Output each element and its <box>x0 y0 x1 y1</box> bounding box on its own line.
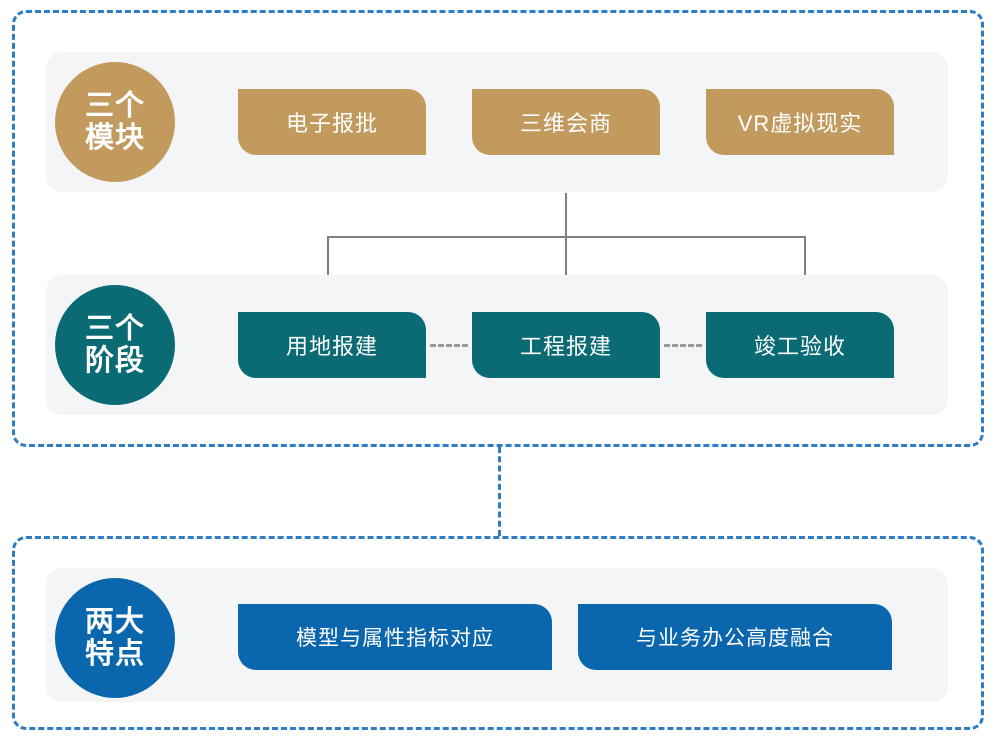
connector-drop-1 <box>327 236 329 276</box>
module-chip-dianzibaopi[interactable]: 电子报批 <box>238 89 426 155</box>
module-chip-sanweihuishang[interactable]: 三维会商 <box>472 89 660 155</box>
feature-chip-label: 与业务办公高度融合 <box>636 627 834 650</box>
feature-chip-business-integration[interactable]: 与业务办公高度融合 <box>578 604 892 670</box>
stage-chip-jungongyanshou[interactable]: 竣工验收 <box>706 312 894 378</box>
stage-chip-gongchengbaojian[interactable]: 工程报建 <box>472 312 660 378</box>
feature-chip-label: 模型与属性指标对应 <box>296 627 494 650</box>
connector-drop-3 <box>804 236 806 276</box>
features-badge-line2: 特点 <box>84 637 145 670</box>
stages-badge-line1: 三个 <box>84 312 145 345</box>
features-badge: 两大 特点 <box>55 578 175 698</box>
module-chip-label: 三维会商 <box>519 111 612 136</box>
stage-chip-yongdibaojian[interactable]: 用地报建 <box>238 312 426 378</box>
stages-badge: 三个 阶段 <box>55 285 175 405</box>
stage-chip-label: 竣工验收 <box>753 334 846 359</box>
features-badge-line1: 两大 <box>84 605 145 638</box>
connector-drop-2 <box>565 236 567 276</box>
stage-connector-dashed-2 <box>664 344 702 347</box>
feature-chip-model-attribute[interactable]: 模型与属性指标对应 <box>238 604 552 670</box>
stages-badge-line2: 阶段 <box>84 344 145 377</box>
features-group <box>12 536 984 730</box>
stage-chip-label: 用地报建 <box>285 334 378 359</box>
modules-and-stages-group <box>12 10 984 447</box>
module-chip-label: VR虚拟现实 <box>737 111 863 136</box>
module-chip-vr[interactable]: VR虚拟现实 <box>706 89 894 155</box>
modules-badge-line1: 三个 <box>84 89 145 122</box>
module-chip-label: 电子报批 <box>285 111 378 136</box>
stage-connector-dashed-1 <box>430 344 468 347</box>
modules-badge: 三个 模块 <box>55 62 175 182</box>
modules-badge-line2: 模块 <box>84 121 145 154</box>
group-connector-dashed <box>498 447 501 536</box>
stage-chip-label: 工程报建 <box>519 334 612 359</box>
connector-stem <box>565 193 567 237</box>
